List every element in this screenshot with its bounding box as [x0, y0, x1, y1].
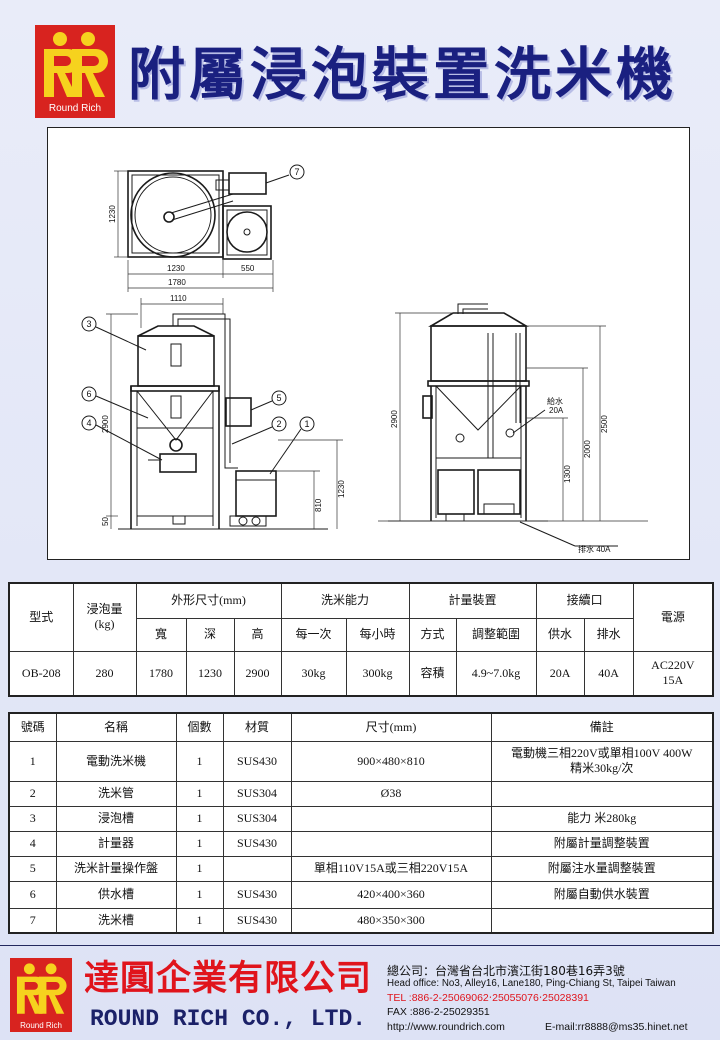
- table-row: 7 洗米槽 1 SUS430 480×350×300: [8, 907, 714, 934]
- top-view: 1230 1230 550 1780: [108, 170, 290, 292]
- spec-table: 型式 浸泡量 (kg) 外形尺寸(mm) 洗米能力 計量裝置 接續口 電源 寬 …: [8, 582, 715, 697]
- callout-1: 1: [299, 416, 315, 432]
- header-no: 號碼: [8, 712, 57, 742]
- dim-top-depth: 1230: [108, 205, 117, 223]
- header-drain: 排水: [583, 617, 634, 652]
- water-supply-size: 20A: [549, 406, 564, 415]
- address-english: Head office: No3, Alley16, Lane180, Ping…: [387, 978, 676, 989]
- cell-method: 容積: [408, 650, 457, 697]
- cell-height: 2900: [233, 650, 282, 697]
- callout-3: 3: [81, 316, 97, 332]
- company-name-chinese: 達圓企業有限公司: [84, 959, 373, 999]
- header-material: 材質: [222, 712, 292, 742]
- svg-text:1: 1: [304, 419, 309, 429]
- spec-header-row-1: 型式 浸泡量 (kg) 外形尺寸(mm) 洗米能力 計量裝置 接續口 電源: [8, 582, 714, 652]
- header-soak-capacity: 浸泡量 (kg): [72, 582, 137, 652]
- dim-side-height: 2900: [390, 410, 399, 428]
- cell-range: 4.9~7.0kg: [455, 650, 537, 697]
- page-title: 附屬浸泡裝置洗米機: [128, 42, 677, 108]
- telephone: TEL :886-2-25069062‧25055076‧25028391: [387, 992, 589, 1004]
- drain-label: 排水 40A: [578, 544, 611, 554]
- table-row: 2 洗米管 1 SUS304 Ø38: [8, 780, 714, 807]
- header-wash-capacity: 洗米能力: [280, 582, 410, 619]
- svg-text:7: 7: [294, 167, 299, 177]
- header-width: 寬: [135, 617, 187, 652]
- header-water-supply: 供水: [535, 617, 585, 652]
- parts-header-row: 號碼 名稱 個數 材質 尺寸(mm) 備註: [8, 712, 714, 742]
- dim-front-height: 2900: [101, 415, 110, 433]
- table-row: 4 計量器 1 SUS430 附屬計量調整裝置: [8, 830, 714, 857]
- table-row: 6 供水槽 1 SUS430 420×400×360 附屬自動供水裝置: [8, 880, 714, 909]
- callout-6: 6: [81, 386, 97, 402]
- header-per-batch: 每一次: [280, 617, 347, 652]
- header-depth: 深: [185, 617, 235, 652]
- cell-soak-capacity: 280: [72, 650, 137, 697]
- dim-front-washer-top: 1230: [337, 480, 346, 498]
- table-row: 3 浸泡槽 1 SUS304 能力 米280kg: [8, 805, 714, 832]
- dim-top-width-side: 550: [241, 264, 255, 273]
- callout-4: 4: [81, 415, 97, 431]
- email-link[interactable]: E-mail:rr8888@ms35.hinet.net: [545, 1021, 688, 1033]
- header-size: 尺寸(mm): [290, 712, 492, 742]
- header-height: 高: [233, 617, 282, 652]
- callout-7: 7: [289, 164, 305, 180]
- cell-remarks: 電動機三相220V或單相100V 400W 精米30kg/次: [490, 740, 714, 782]
- website-link[interactable]: http://www.roundrich.com: [387, 1021, 505, 1033]
- callout-5: 5: [271, 390, 287, 406]
- cell-model: OB-208: [8, 650, 74, 697]
- technical-drawing: 1230 1230 550 1780 7 1110: [47, 127, 690, 560]
- header-power: 電源: [632, 582, 714, 652]
- round-rich-logo-icon: [44, 32, 108, 97]
- dim-top-width-total: 1780: [168, 278, 186, 287]
- header-qty: 個數: [175, 712, 224, 742]
- dim-front-frame-width: 1110: [170, 294, 187, 303]
- company-logo: Round Rich: [35, 25, 115, 118]
- cell-power: AC220V 15A: [632, 650, 714, 697]
- dim-front-base-gap: 50: [101, 517, 110, 526]
- callout-2: 2: [271, 416, 287, 432]
- header-remarks: 備註: [490, 712, 714, 742]
- footer-logo: Round Rich: [10, 958, 72, 1032]
- dim-side-2000: 2000: [583, 440, 592, 458]
- header-connections: 接續口: [535, 582, 634, 619]
- side-view: 2900 2500 2000 1300 給水 20A 排水 40A: [378, 303, 648, 554]
- header-range: 調整範圍: [455, 617, 537, 652]
- svg-text:5: 5: [276, 393, 281, 403]
- cell-per-hour: 300kg: [345, 650, 410, 697]
- footer-divider: [0, 945, 720, 946]
- spec-header-row-2: 寬 深 高 每一次 每小時 方式 調整範圍 供水 排水: [9, 617, 713, 652]
- address-chinese: 總公司：台灣省台北市濱江街180巷16弄3號: [387, 964, 625, 978]
- svg-text:2: 2: [276, 419, 281, 429]
- dim-side-2500: 2500: [600, 415, 609, 433]
- dim-front-washer-height: 810: [314, 498, 323, 512]
- drawing-svg: 1230 1230 550 1780 7 1110: [81, 164, 648, 554]
- table-row: OB-208 280 1780 1230 2900 30kg 300kg 容積 …: [8, 650, 714, 697]
- svg-text:3: 3: [86, 319, 91, 329]
- round-rich-logo-icon: [16, 963, 67, 1014]
- dim-top-width-main: 1230: [167, 264, 185, 273]
- header-metering: 計量裝置: [408, 582, 537, 619]
- logo-brand-text: Round Rich: [48, 103, 102, 114]
- header-model: 型式: [8, 582, 74, 652]
- svg-text:4: 4: [86, 418, 91, 428]
- cell-depth: 1230: [185, 650, 235, 697]
- company-name-english: ROUND RICH CO., LTD.: [90, 1006, 367, 1032]
- svg-text:6: 6: [86, 389, 91, 399]
- table-row: 1 電動洗米機 1 SUS430 900×480×810 電動機三相220V或單…: [8, 740, 714, 782]
- header-method: 方式: [408, 617, 457, 652]
- cell-drain: 40A: [583, 650, 634, 697]
- footer-logo-brand-text: Round Rich: [20, 1021, 62, 1030]
- cell-width: 1780: [135, 650, 187, 697]
- table-row: 5 洗米計量操作盤 1 單相110V15A或三相220V15A 附屬注水量調整裝…: [8, 855, 714, 882]
- water-supply-label: 給水: [547, 396, 563, 406]
- cell-water-supply: 20A: [535, 650, 585, 697]
- cell-per-batch: 30kg: [280, 650, 347, 697]
- header-dimensions: 外形尺寸(mm): [135, 582, 282, 619]
- header-name: 名稱: [55, 712, 177, 742]
- parts-table: 號碼 名稱 個數 材質 尺寸(mm) 備註 1 電動洗米機 1 SUS430 9…: [8, 712, 714, 934]
- dim-side-1300: 1300: [563, 465, 572, 483]
- fax: FAX :886-2-25029351: [387, 1006, 490, 1018]
- header-per-hour: 每小時: [345, 617, 410, 652]
- front-view: 1110: [95, 294, 346, 530]
